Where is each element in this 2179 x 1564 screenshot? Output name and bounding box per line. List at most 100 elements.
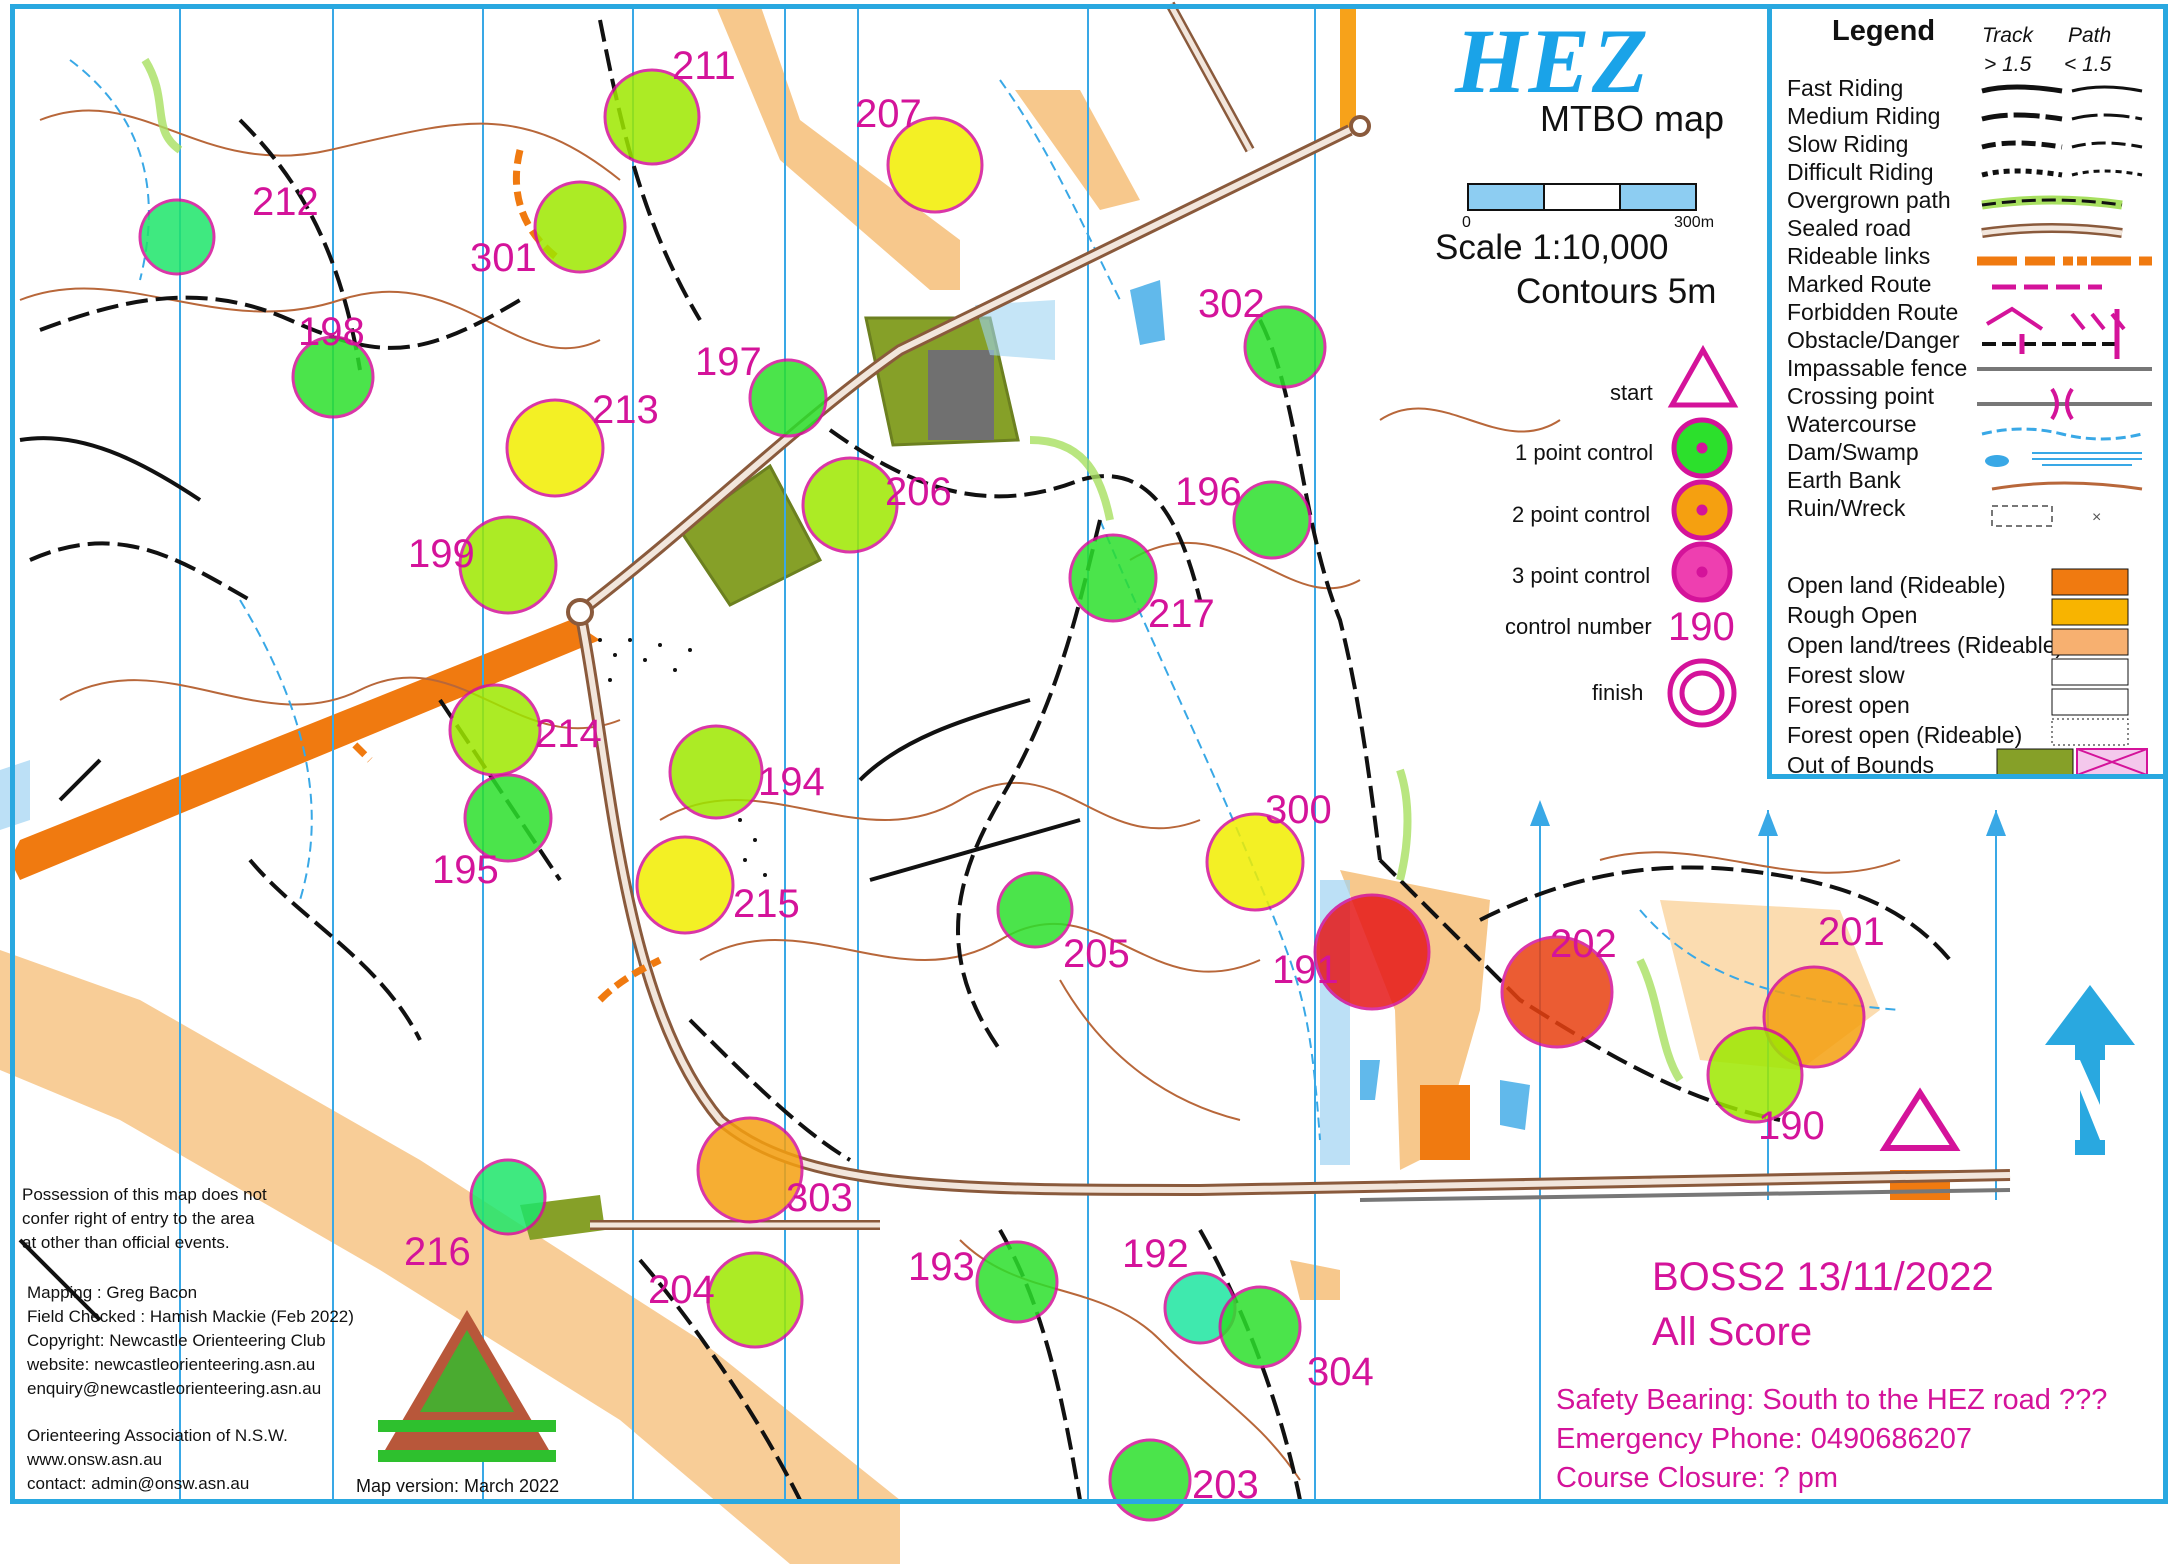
open-land-strip [1340, 4, 1356, 130]
legend-col-track-sub: > 1.5 [1984, 53, 2032, 76]
control-number: 206 [885, 470, 952, 514]
legend-start-icon [1667, 344, 1739, 408]
copyright: Copyright: Newcastle Orienteering Club [27, 1331, 326, 1350]
control-213 [505, 398, 605, 498]
legend-item: Fast Riding [1787, 75, 1904, 101]
scalebar-start-label: 0 [1462, 214, 1471, 231]
control-193 [975, 1240, 1059, 1324]
rough-open-patch [1015, 90, 1140, 210]
legend-item: Ruin/Wreck [1787, 495, 1906, 521]
control-number: 191 [1272, 948, 1339, 992]
legend-item: Open land (Rideable) [1787, 572, 2006, 598]
control-number: 211 [672, 44, 736, 88]
legend-box: Legend Track Path > 1.5 < 1.5 Fast Ridin… [1767, 4, 2168, 779]
impassable-fence [1359, 1188, 2011, 1202]
contours-label: Contours 5m [1516, 272, 1717, 311]
control-number: 193 [908, 1245, 975, 1289]
control-number: 207 [855, 92, 922, 136]
control-number: 205 [1063, 932, 1130, 976]
legend-item: Out of Bounds [1787, 752, 1935, 778]
control-number: 302 [1198, 282, 1265, 326]
legend-number-sample: 190 [1668, 605, 1735, 649]
legend-col-path: Path [2068, 24, 2112, 47]
event-name: BOSS2 13/11/2022 [1652, 1255, 1994, 1299]
association: Orienteering Association of N.S.W. [27, 1426, 288, 1445]
control-number: 214 [535, 712, 602, 756]
start-triangle-icon [1879, 1087, 1961, 1151]
contour-lines [19, 109, 1901, 1481]
mapping-credit: Mapping : Greg Bacon [27, 1283, 198, 1302]
control-194 [668, 724, 764, 820]
control-number: 303 [786, 1176, 853, 1220]
scale-label: Scale 1:10,000 [1435, 228, 1669, 267]
control-number: 192 [1122, 1232, 1189, 1276]
control-206 [801, 456, 899, 554]
controls [138, 68, 1866, 1522]
map-title: HEZ [1455, 10, 1651, 112]
legend-symbols: × [1977, 84, 2152, 774]
control-303 [696, 1116, 804, 1224]
control-number: 202 [1550, 922, 1617, 966]
dam-3 [1360, 1060, 1380, 1100]
legend-item: Forbidden Route [1787, 299, 1959, 325]
course-closure: Course Closure: ? pm [1556, 1462, 1839, 1494]
control-number: 195 [432, 848, 499, 892]
legend-item: Difficult Riding [1787, 159, 1934, 185]
rough-open-band [0, 950, 900, 1564]
map-version: Map version: March 2022 [356, 1476, 560, 1496]
control-212 [138, 198, 216, 276]
legend-item: Open land/trees (Rideable) [1787, 632, 2064, 658]
control-number: 300 [1265, 788, 1332, 832]
control-number: 215 [733, 882, 800, 926]
association-website: www.onsw.asn.au [27, 1450, 163, 1469]
control-302 [1243, 305, 1327, 389]
fast-tracks [18, 436, 1081, 1322]
legend-item: Overgrown path [1787, 187, 1951, 213]
sealed-road [574, 1, 2011, 1230]
magnetic-north-lines [179, 8, 1997, 1500]
legend-item: Rideable links [1787, 243, 1931, 269]
control-205 [996, 871, 1074, 949]
legend-item: Rough Open [1787, 602, 1918, 628]
legend-item: Crossing point [1787, 383, 1935, 409]
control-199 [458, 515, 558, 615]
roundabout-icon-2 [1349, 115, 1371, 137]
control-202 [1500, 935, 1614, 1049]
legend-item: Watercourse [1787, 411, 1917, 437]
overgrown-paths [141, 57, 1684, 1083]
dam-1 [1130, 280, 1165, 345]
control-301 [533, 180, 627, 274]
field-checked-credit: Field Checked : Hamish Mackie (Feb 2022) [27, 1307, 354, 1326]
swamp-3 [975, 300, 1055, 360]
control-number: 212 [252, 180, 319, 224]
control-207 [886, 116, 984, 214]
legend-finish-label: finish [1592, 680, 1644, 705]
legend-item: Impassable fence [1787, 355, 1968, 381]
legend-col-path-sub: < 1.5 [2064, 53, 2112, 76]
control-number: 196 [1175, 470, 1242, 514]
control-198 [291, 335, 375, 419]
control-number: 199 [408, 532, 475, 576]
legend-3pt-label: 3 point control [1512, 563, 1651, 588]
control-211 [603, 68, 701, 166]
map-subtitle: MTBO map [1540, 98, 1725, 139]
control-204 [706, 1251, 804, 1349]
control-196 [1232, 480, 1312, 560]
legend-item: Sealed road [1787, 215, 1912, 241]
forest-open-rideable [598, 638, 767, 877]
newcastle-orienteers-logo [378, 1310, 556, 1462]
legend-item: Dam/Swamp [1787, 439, 1919, 465]
control-214 [448, 683, 542, 777]
disclaimer-line-3: at other than official events. [22, 1233, 230, 1252]
website: website: newcastleorienteering.asn.au [27, 1355, 316, 1374]
scale-bar [1467, 183, 1697, 211]
control-216 [469, 1158, 547, 1236]
rough-open-strip [715, 4, 960, 290]
legend-number-label: control number [1505, 614, 1652, 639]
legend-start-label: start [1610, 380, 1653, 405]
event-format: All Score [1652, 1310, 1813, 1354]
emergency-phone: Emergency Phone: 0490686207 [1556, 1423, 1972, 1455]
control-number: 213 [592, 388, 659, 432]
finish-double-circle-icon [1667, 658, 1737, 728]
open-land-small [1420, 1085, 1470, 1160]
